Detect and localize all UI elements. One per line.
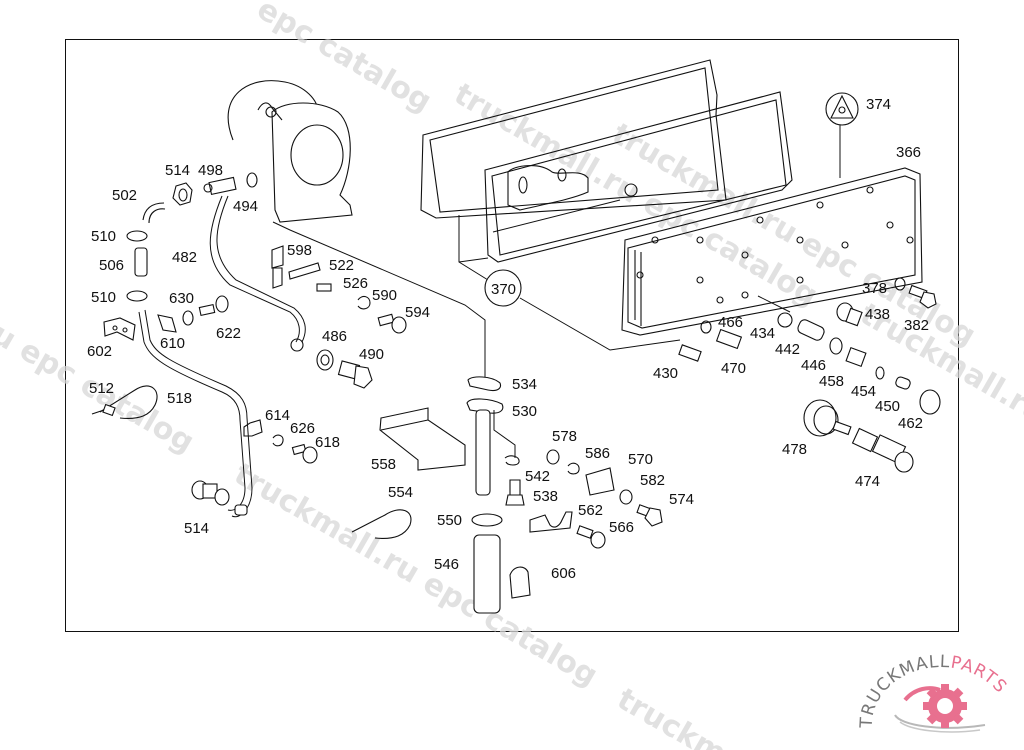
callout-366: 366 bbox=[896, 144, 921, 161]
housing-part bbox=[227, 80, 486, 378]
callout-438: 438 bbox=[865, 306, 890, 323]
callout-606: 606 bbox=[551, 565, 576, 582]
callout-430: 430 bbox=[653, 365, 678, 382]
callout-610: 610 bbox=[160, 335, 185, 352]
callout-530: 530 bbox=[512, 403, 537, 420]
callout-474: 474 bbox=[855, 473, 880, 490]
diagram-frame bbox=[65, 39, 959, 632]
callout-538: 538 bbox=[533, 488, 558, 505]
truckmallparts-logo: TRUCKMALLPARTS bbox=[857, 652, 1010, 733]
callout-562: 562 bbox=[578, 502, 603, 519]
callout-518: 518 bbox=[167, 390, 192, 407]
callout-522: 522 bbox=[329, 257, 354, 274]
callout-labels: 514 498 502 494 510 506 482 510 630 622 … bbox=[87, 96, 929, 582]
callout-442: 442 bbox=[775, 341, 800, 358]
callout-378: 378 bbox=[862, 280, 887, 297]
callout-510: 510 bbox=[91, 228, 116, 245]
watermark: truckm bbox=[611, 682, 732, 750]
callout-498: 498 bbox=[198, 162, 223, 179]
plate-374 bbox=[825, 92, 859, 126]
cable-tie-left bbox=[91, 385, 158, 419]
callout-574: 574 bbox=[669, 491, 694, 508]
callout-618: 618 bbox=[315, 434, 340, 451]
callout-502: 502 bbox=[112, 187, 137, 204]
logo-swoosh-icon bbox=[894, 714, 986, 729]
callout-470: 470 bbox=[721, 360, 746, 377]
callout-446: 446 bbox=[801, 357, 826, 374]
callout-534: 534 bbox=[512, 376, 537, 393]
logo-swoosh-icon bbox=[899, 721, 981, 733]
callout-586: 586 bbox=[585, 445, 610, 462]
callout-554: 554 bbox=[388, 484, 413, 501]
callout-478: 478 bbox=[782, 441, 807, 458]
bolts-left bbox=[157, 295, 229, 333]
callout-626: 626 bbox=[290, 420, 315, 437]
callout-482: 482 bbox=[172, 249, 197, 266]
callout-510: 510 bbox=[91, 289, 116, 306]
dipstick-tube-parts bbox=[351, 376, 663, 614]
fitting-514-lower bbox=[191, 480, 230, 506]
callout-582: 582 bbox=[640, 472, 665, 489]
callout-622: 622 bbox=[216, 325, 241, 342]
callout-566: 566 bbox=[609, 519, 634, 536]
callout-570: 570 bbox=[628, 451, 653, 468]
callout-578: 578 bbox=[552, 428, 577, 445]
callout-382: 382 bbox=[904, 317, 929, 334]
drain-parts-right bbox=[678, 277, 941, 415]
callout-370: 370 bbox=[491, 281, 516, 298]
callout-550: 550 bbox=[437, 512, 462, 529]
callout-630: 630 bbox=[169, 290, 194, 307]
gear-icon bbox=[923, 684, 967, 728]
callout-434: 434 bbox=[750, 325, 775, 342]
callout-590: 590 bbox=[372, 287, 397, 304]
callout-506: 506 bbox=[99, 257, 124, 274]
callout-514: 514 bbox=[165, 162, 190, 179]
callout-494: 494 bbox=[233, 198, 258, 215]
gasket-370 bbox=[420, 59, 793, 351]
callout-486: 486 bbox=[322, 328, 347, 345]
callout-514: 514 bbox=[184, 520, 209, 537]
callout-602: 602 bbox=[87, 343, 112, 360]
callout-614: 614 bbox=[265, 407, 290, 424]
callout-546: 546 bbox=[434, 556, 459, 573]
callout-598: 598 bbox=[287, 242, 312, 259]
watermark: epc catalog bbox=[251, 0, 437, 119]
callout-526: 526 bbox=[343, 275, 368, 292]
callout-512: 512 bbox=[89, 380, 114, 397]
clips-lower-left bbox=[243, 419, 318, 464]
callout-458: 458 bbox=[819, 373, 844, 390]
callout-594: 594 bbox=[405, 304, 430, 321]
callout-466: 466 bbox=[718, 314, 743, 331]
callout-circle-370 bbox=[484, 269, 522, 307]
callout-462: 462 bbox=[898, 415, 923, 432]
callout-542: 542 bbox=[525, 468, 550, 485]
brackets-middle bbox=[271, 245, 407, 389]
callout-450: 450 bbox=[875, 398, 900, 415]
sensor-parts bbox=[803, 399, 914, 473]
fittings-top-left bbox=[142, 172, 306, 352]
oil-pan-366 bbox=[621, 125, 923, 336]
callout-454: 454 bbox=[851, 383, 876, 400]
callout-374: 374 bbox=[866, 96, 891, 113]
callout-490: 490 bbox=[359, 346, 384, 363]
fittings-left bbox=[103, 230, 253, 518]
callout-558: 558 bbox=[371, 456, 396, 473]
